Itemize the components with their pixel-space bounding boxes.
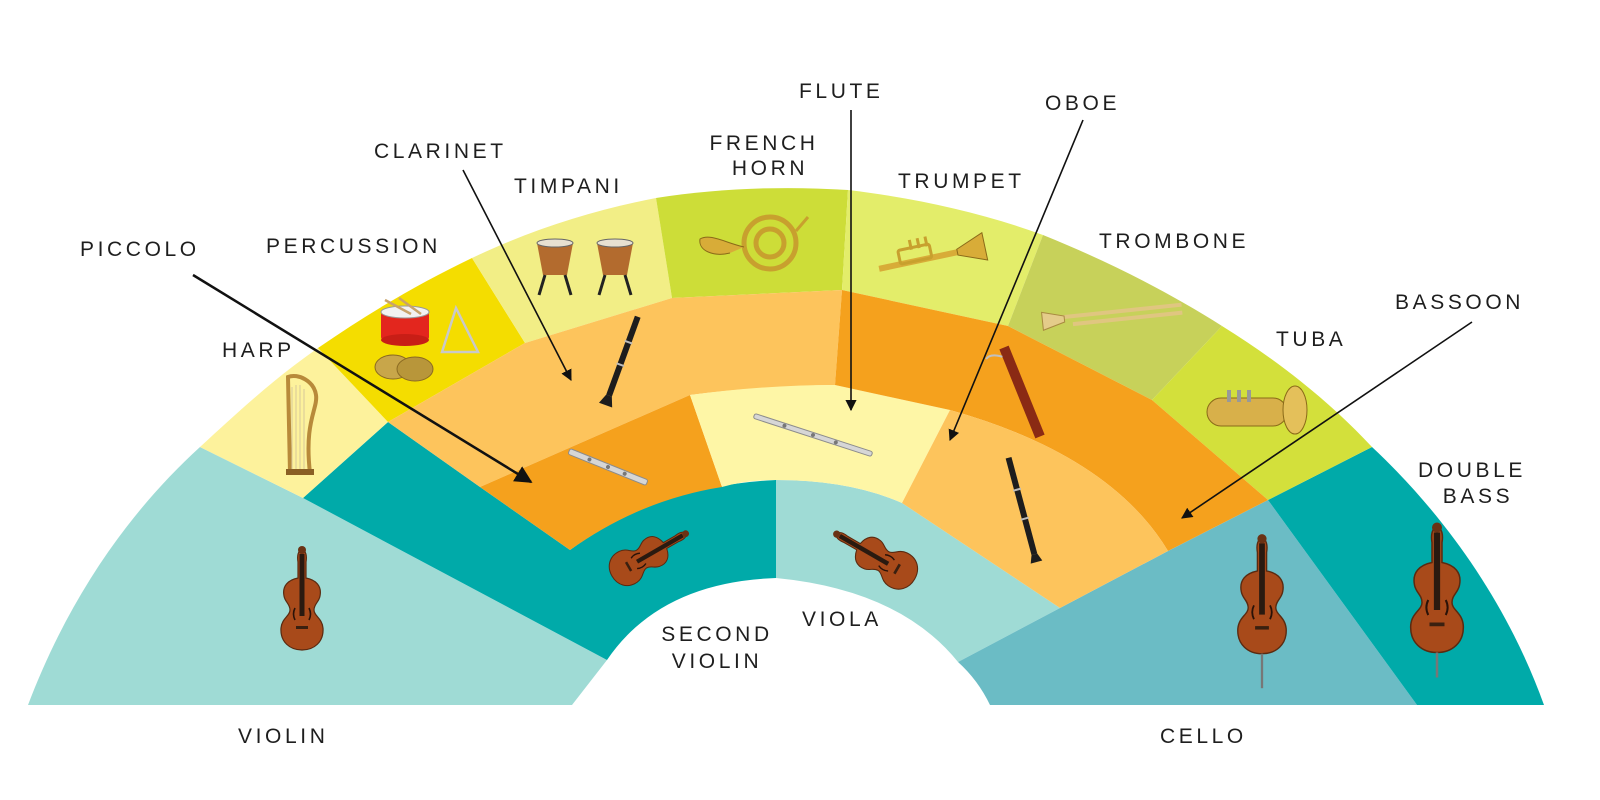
harp-section[interactable] [200, 348, 388, 498]
labels: PICCOLO PERCUSSION HARP CLARINET TIMPANI… [80, 80, 1526, 748]
cymbals-icon [374, 354, 434, 382]
clarinet-icon [599, 315, 641, 408]
french-horn-icon [699, 214, 810, 272]
triangle-icon [440, 304, 481, 354]
label-percussion: PERCUSSION [266, 235, 441, 258]
instrument-icons [280, 214, 1465, 689]
cello-section[interactable] [958, 500, 1417, 705]
clarinet-pointer [462, 169, 572, 381]
trumpet-icon [878, 231, 989, 272]
clarinet-section[interactable] [388, 290, 842, 487]
flute-icon [753, 413, 873, 457]
bassoon-icon [985, 345, 1045, 439]
label-second-violin-line1: SECOND [661, 623, 772, 646]
timpani-icon [536, 238, 634, 296]
label-double-bass-line2: BASS [1443, 485, 1513, 508]
piccolo-pointer [192, 273, 533, 484]
label-flute: FLUTE [799, 80, 884, 103]
trombone-icon [1040, 302, 1183, 331]
label-tuba: TUBA [1276, 328, 1346, 351]
piccolo-section[interactable] [480, 395, 722, 550]
label-violin: VIOLIN [238, 725, 328, 748]
snare-drum-icon [380, 296, 430, 346]
label-trumpet: TRUMPET [898, 170, 1025, 193]
bassoon-section[interactable] [835, 290, 1268, 551]
label-second-violin-line2: VIOLIN [672, 650, 762, 673]
oboe-section[interactable] [902, 410, 1168, 608]
label-trombone: TROMBONE [1099, 230, 1249, 253]
label-clarinet: CLARINET [374, 140, 507, 163]
trombone-section[interactable] [1008, 235, 1222, 400]
piccolo-icon [568, 448, 648, 486]
harp-icon [285, 374, 319, 475]
label-bassoon: BASSOON [1395, 291, 1524, 314]
timpani-section[interactable] [472, 198, 672, 343]
second-violin-section[interactable] [303, 422, 776, 660]
oboe-pointer [948, 119, 1084, 442]
label-harp: HARP [222, 339, 295, 362]
label-viola: VIOLA [802, 608, 882, 631]
tuba-icon [1206, 385, 1308, 435]
violin-section[interactable] [28, 447, 607, 705]
label-oboe: OBOE [1045, 92, 1120, 115]
label-piccolo: PICCOLO [80, 238, 200, 261]
bassoon-pointer [1181, 321, 1473, 519]
label-timpani: TIMPANI [514, 175, 623, 198]
double-bass-icon [1409, 521, 1465, 678]
french-horn-section[interactable] [656, 188, 848, 298]
double-bass-section[interactable] [1268, 447, 1544, 705]
label-cello: CELLO [1160, 725, 1247, 748]
label-french-horn-line1: FRENCH [709, 132, 818, 155]
label-double-bass-line1: DOUBLE [1418, 459, 1526, 482]
label-french-horn-line2: HORN [732, 157, 808, 180]
oboe-icon [1005, 456, 1043, 564]
cello-icon [1236, 533, 1288, 689]
pointer-lines [192, 110, 1473, 519]
